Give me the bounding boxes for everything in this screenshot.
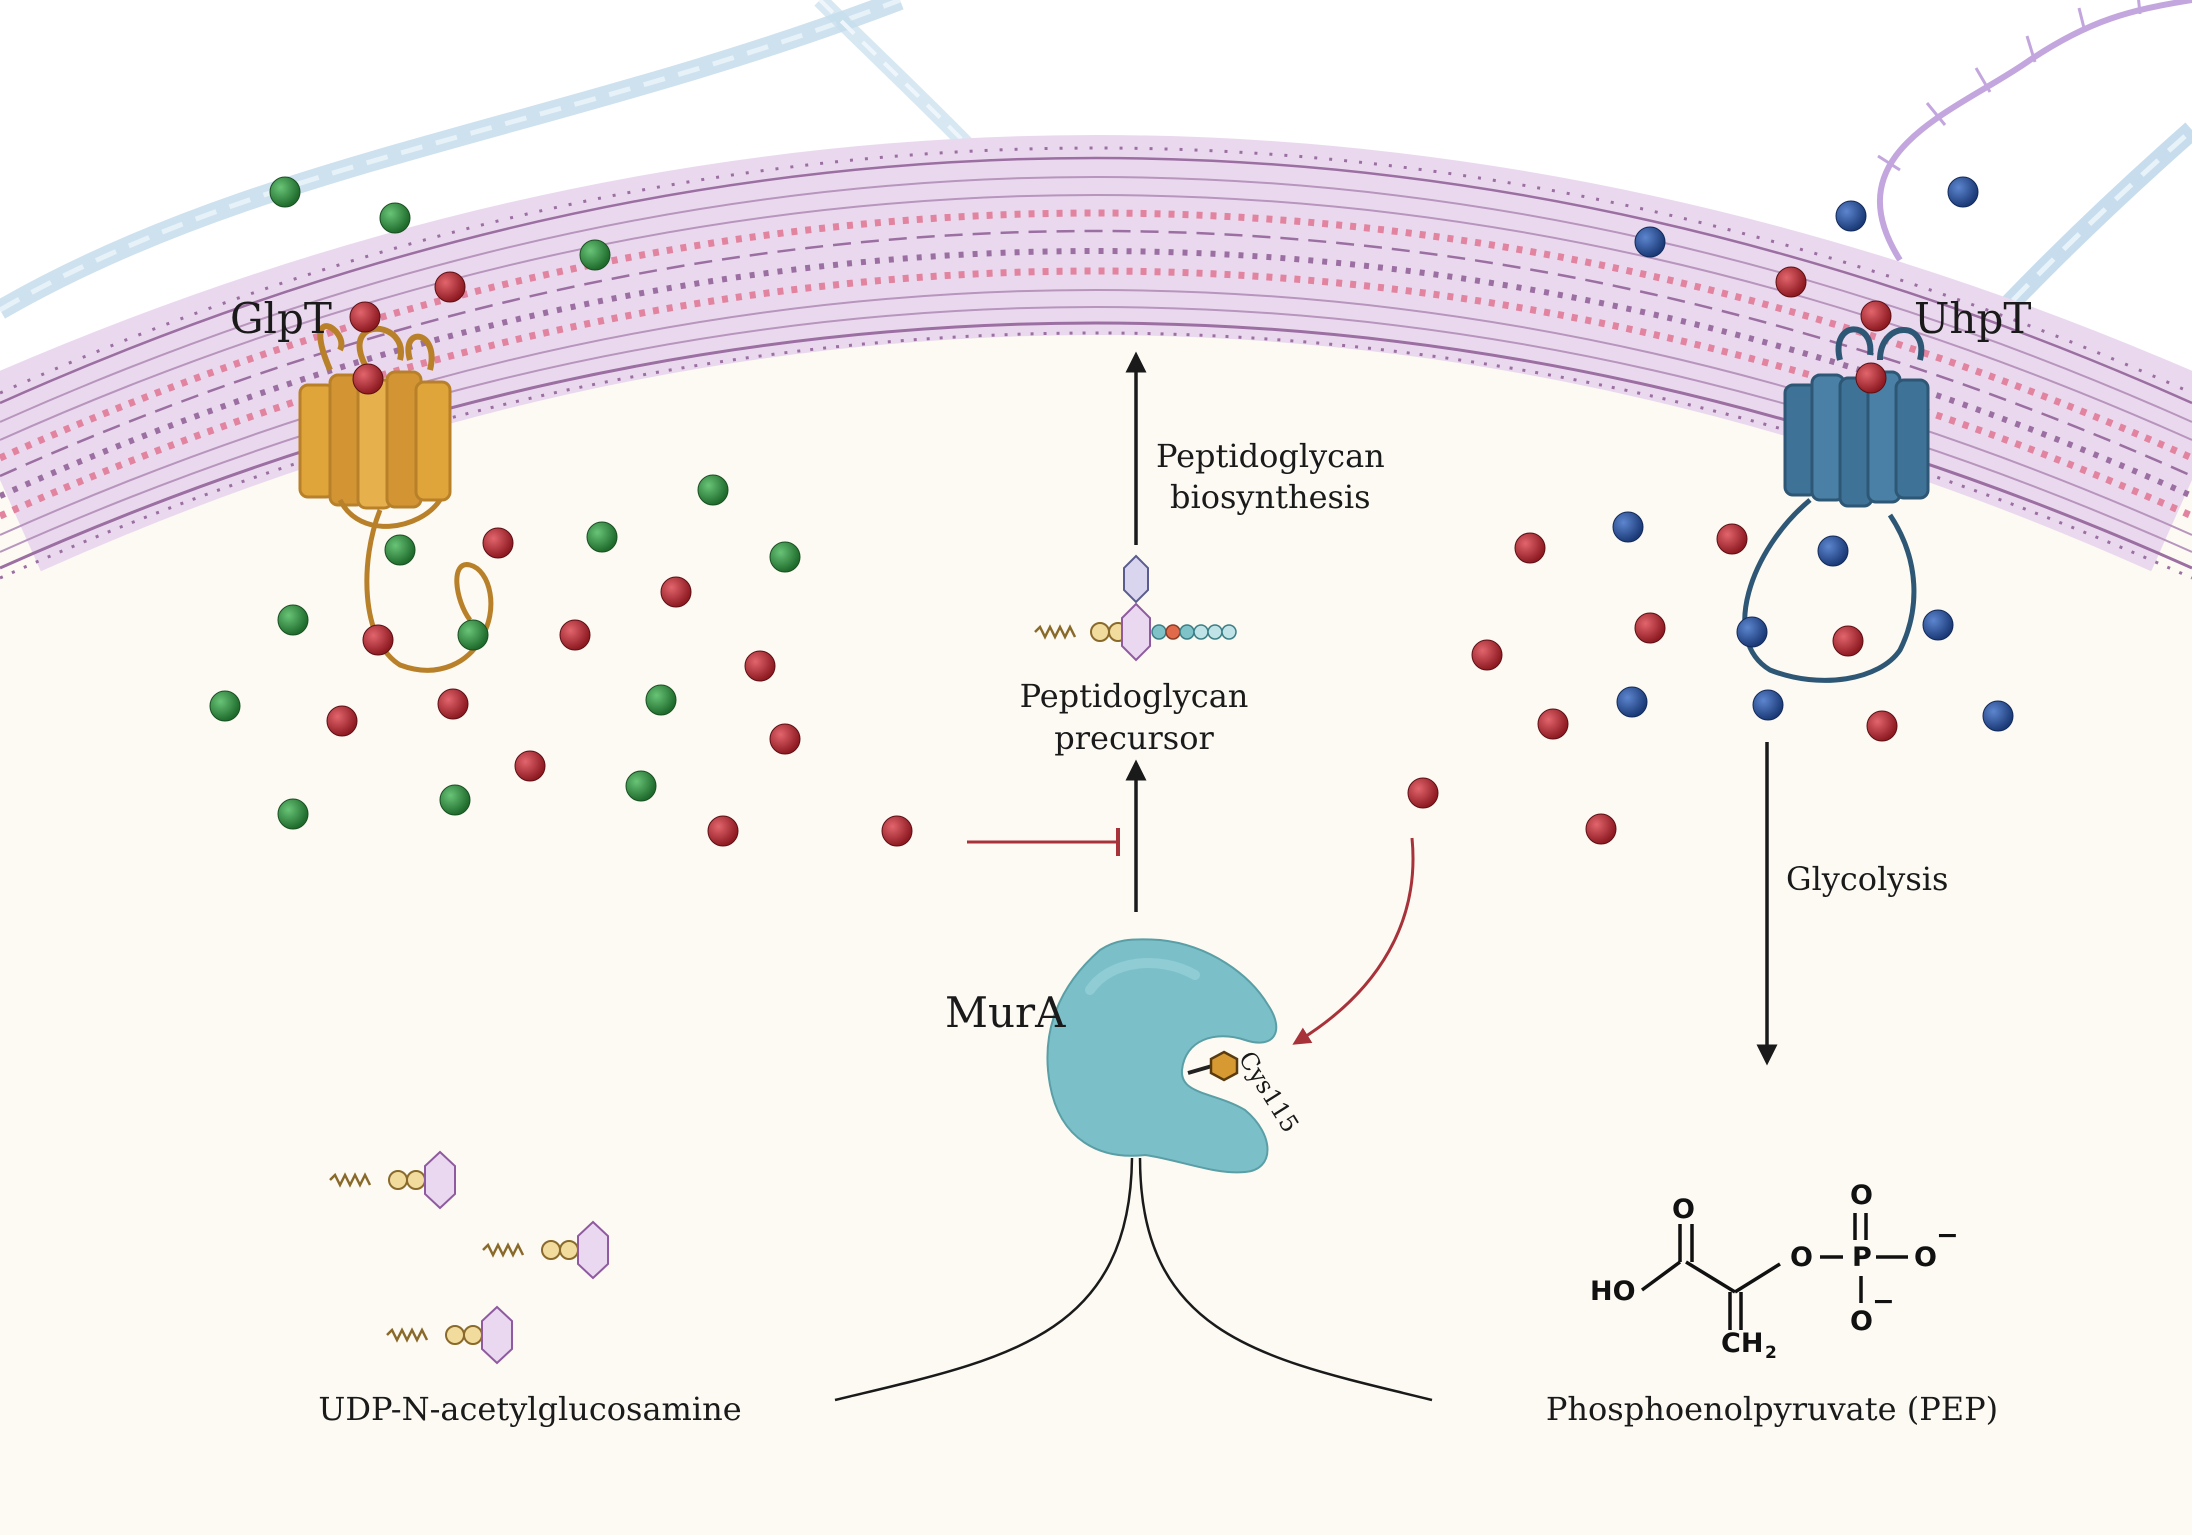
green-molecules (209, 176, 801, 830)
svg-text:HO: HO (1590, 1276, 1636, 1307)
svg-text:−: − (1872, 1286, 1895, 1317)
udp-glcnac-icons (329, 1150, 609, 1365)
peptidoglycan-biosynthesis-label-line2: biosynthesis (1170, 478, 1371, 516)
glycolysis-label: Glycolysis (1786, 860, 1948, 898)
svg-text:O: O (1790, 1242, 1813, 1273)
svg-text:2: 2 (1765, 1343, 1777, 1363)
uhpt-transporter (1742, 326, 1930, 683)
cytoplasm (0, 235, 2192, 1535)
peptidoglycan-precursor-icon (1034, 554, 1237, 662)
mura-enzyme (1046, 938, 1278, 1174)
udp-glcnac-label: UDP-N-acetylglucosamine (318, 1390, 741, 1428)
binding-arrow (1292, 837, 1415, 1045)
uhpt-label: UhpT (1914, 294, 2031, 343)
pep-structure-atoms: O HO O P O O − O − CH 2 (1590, 1180, 1959, 1363)
flagellum-decoration (1876, 0, 2192, 262)
red-molecules (326, 266, 1898, 847)
pathway-arrows (834, 351, 1778, 1402)
glpt-label: GlpT (230, 294, 332, 343)
svg-text:O: O (1850, 1306, 1873, 1337)
svg-text:O: O (1672, 1194, 1695, 1225)
mura-label: MurA (945, 988, 1066, 1037)
svg-text:P: P (1852, 1242, 1872, 1273)
dna-strands-decoration (0, 0, 2192, 387)
peptidoglycan-precursor-label-line2: precursor (1054, 719, 1214, 757)
svg-text:CH: CH (1721, 1328, 1763, 1359)
blue-molecules (1612, 176, 2014, 732)
substrate-convergence-right (1138, 1157, 1433, 1402)
svg-text:O: O (1850, 1180, 1873, 1211)
pep-structure-bonds (1640, 1213, 1908, 1330)
svg-text:−: − (1936, 1220, 1959, 1251)
substrate-convergence-left (834, 1157, 1134, 1402)
glpt-transporter (298, 323, 494, 673)
peptidoglycan-precursor-label: Peptidoglycan (1020, 677, 1249, 715)
svg-text:O: O (1914, 1242, 1937, 1273)
peptidoglycan-biosynthesis-label: Peptidoglycan (1156, 437, 1385, 475)
pep-label: Phosphoenolpyruvate (PEP) (1546, 1390, 1998, 1428)
